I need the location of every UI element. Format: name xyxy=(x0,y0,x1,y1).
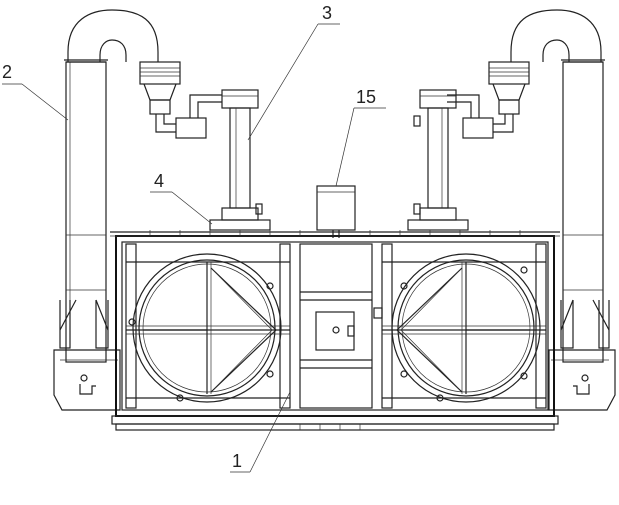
label-15: 15 xyxy=(335,87,386,187)
top-bolts xyxy=(149,230,521,236)
left-duct-column xyxy=(53,9,222,411)
left-vertical-pipe xyxy=(209,89,271,231)
left-wheel xyxy=(128,253,282,403)
label-2-text: 2 xyxy=(2,62,12,82)
right-wheel xyxy=(373,253,541,403)
label-1-text: 1 xyxy=(232,451,242,471)
label-15-text: 15 xyxy=(356,87,376,107)
label-3: 3 xyxy=(247,3,340,141)
right-duct-column xyxy=(447,9,616,411)
main-housing xyxy=(110,230,560,431)
label-4: 4 xyxy=(150,171,213,225)
label-1: 1 xyxy=(230,391,291,473)
label-3-text: 3 xyxy=(322,3,332,23)
center-chimney xyxy=(316,185,356,238)
label-2: 2 xyxy=(2,62,69,121)
right-vertical-pipe xyxy=(407,89,469,231)
label-4-text: 4 xyxy=(154,171,164,191)
